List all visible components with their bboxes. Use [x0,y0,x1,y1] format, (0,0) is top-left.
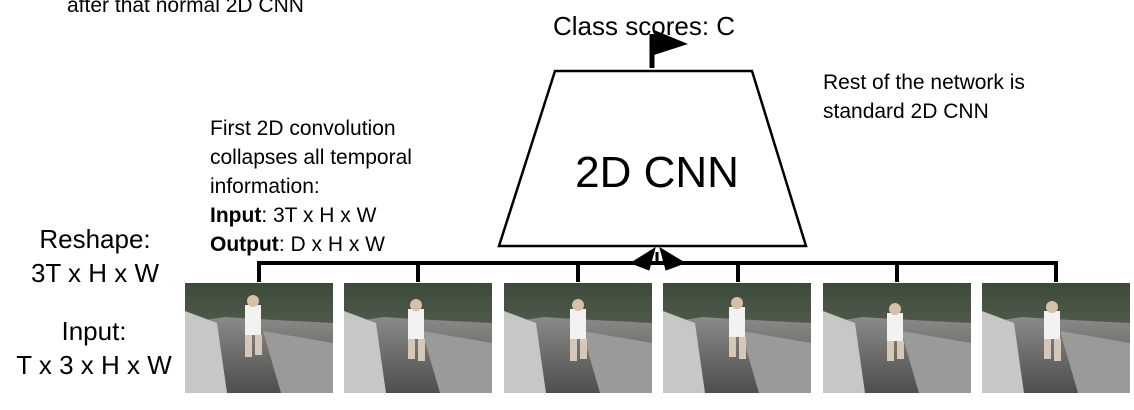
video-frame [344,283,492,393]
class-scores-label: Class scores: C [553,11,736,41]
conv-note-line: First 2D convolution [210,117,396,140]
reshape-shape: 3T x H x W [30,258,160,288]
video-frame [504,283,652,393]
input-title: Input: [61,316,127,346]
frame-connectors [257,261,1058,282]
first-conv-note: First 2D convolution collapses all tempo… [210,114,412,259]
arrow-up-icon [629,246,687,271]
video-frame [982,283,1130,393]
rest-network-note: Rest of the network is standard 2D CNN [823,71,1025,123]
conv-note-line: collapses all temporal [210,146,412,169]
input-label: Input: T x 3 x H x W [4,314,184,382]
reshape-label: Reshape: 3T x H x W [20,222,170,290]
cnn-label: 2D CNN [575,148,739,197]
cnn-block [497,69,808,248]
conv-output-shape: Output: D x H x W [210,233,385,256]
reshape-title: Reshape: [39,224,151,254]
input-shape: T x 3 x H x W [16,350,172,380]
video-frame [823,283,971,393]
video-frames [185,283,1130,393]
conv-input-shape: Input: 3T x H x W [210,204,377,227]
video-frame [663,283,811,393]
conv-note-line: information: [210,175,320,198]
heading-cut: after that normal 2D CNN [67,0,304,17]
video-frame [185,283,333,393]
flag-icon [649,30,688,68]
